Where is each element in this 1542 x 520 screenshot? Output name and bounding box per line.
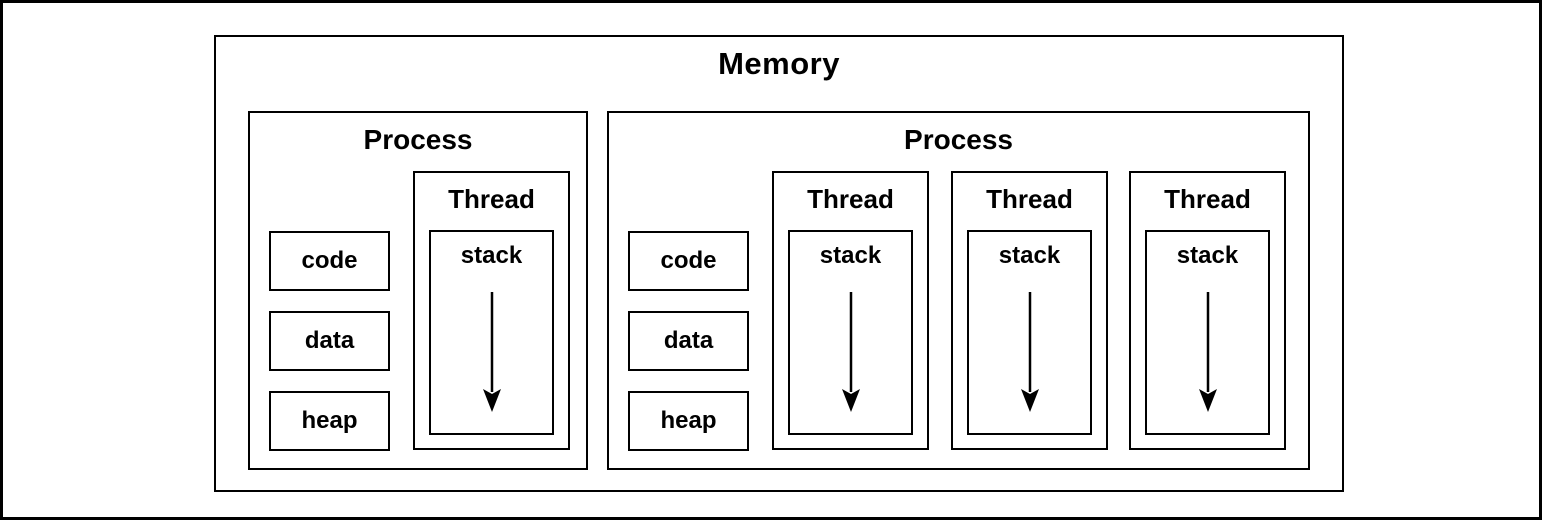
stack-label: stack <box>998 242 1061 269</box>
stack-box: stack <box>429 230 554 435</box>
thread-title: Thread <box>448 184 535 214</box>
stack-growth-arrow-icon <box>1198 292 1217 412</box>
process-box-1: Process code data heap Thread stack <box>248 111 588 470</box>
stack-label: stack <box>460 242 523 269</box>
code-segment-label: code <box>660 247 717 274</box>
stack-label: stack <box>819 242 882 269</box>
code-segment-label: code <box>301 247 358 274</box>
data-segment-box: data <box>269 311 390 371</box>
heap-segment-label: heap <box>301 407 358 434</box>
data-segment-label: data <box>663 327 714 354</box>
thread-box: Thread stack <box>951 171 1108 450</box>
code-segment-box: code <box>269 231 390 291</box>
data-segment-box: data <box>628 311 749 371</box>
heap-segment-box: heap <box>269 391 390 451</box>
memory-box: Memory Process code data heap Thread sta… <box>214 35 1344 492</box>
stack-label: stack <box>1176 242 1239 269</box>
stack-box: stack <box>788 230 913 435</box>
stack-box: stack <box>967 230 1092 435</box>
data-segment-label: data <box>304 327 355 354</box>
process-title: Process <box>363 124 473 155</box>
code-segment-box: code <box>628 231 749 291</box>
heap-segment-box: heap <box>628 391 749 451</box>
stack-growth-arrow-icon <box>841 292 860 412</box>
stack-box: stack <box>1145 230 1270 435</box>
thread-box: Thread stack <box>413 171 570 450</box>
thread-title: Thread <box>986 184 1073 214</box>
memory-title: Memory <box>718 46 840 81</box>
thread-title: Thread <box>1164 184 1251 214</box>
thread-title: Thread <box>807 184 894 214</box>
process-box-2: Process code data heap Thread stack <box>607 111 1310 470</box>
thread-box: Thread stack <box>772 171 929 450</box>
thread-box: Thread stack <box>1129 171 1286 450</box>
process-title: Process <box>904 124 1013 155</box>
heap-segment-label: heap <box>660 407 717 434</box>
stack-growth-arrow-icon <box>482 292 501 412</box>
stack-growth-arrow-icon <box>1020 292 1039 412</box>
